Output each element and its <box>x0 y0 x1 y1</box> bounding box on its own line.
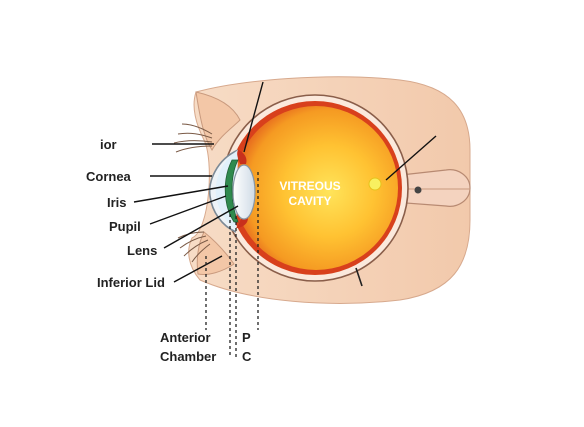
ciliary-body-upper <box>237 150 247 164</box>
label-posterior-partial-2: C <box>242 349 252 364</box>
label-anterior: Anterior <box>160 330 211 345</box>
sclera-outline-bottom <box>355 267 363 287</box>
leader-ciliary-top <box>243 81 264 153</box>
label-cornea: Cornea <box>86 169 132 184</box>
upper-eyelid <box>195 91 241 151</box>
label-superior-lid: ior <box>100 137 117 152</box>
label-chamber: Chamber <box>160 349 216 364</box>
label-iris: Iris <box>107 195 127 210</box>
leader-iris <box>133 185 229 203</box>
label-posterior-partial-1: P <box>242 330 251 345</box>
label-pupil: Pupil <box>109 219 141 234</box>
label-lens: Lens <box>127 243 157 258</box>
macula <box>368 177 382 191</box>
label-cavity: CAVITY <box>288 194 331 208</box>
upper-eyelashes <box>173 123 213 153</box>
leader-optic-top <box>385 135 437 181</box>
lens <box>232 164 256 220</box>
label-inferior-lid: Inferior Lid <box>97 275 165 290</box>
leader-pupil <box>149 195 227 225</box>
leader-inferior-lid <box>173 255 223 283</box>
iris <box>224 159 239 223</box>
optic-nerve <box>391 169 471 207</box>
leader-lens <box>163 205 239 249</box>
optic-vessel-dot <box>414 186 422 194</box>
vitreous-cavity <box>234 106 398 270</box>
label-vitreous: VITREOUS <box>279 179 340 193</box>
